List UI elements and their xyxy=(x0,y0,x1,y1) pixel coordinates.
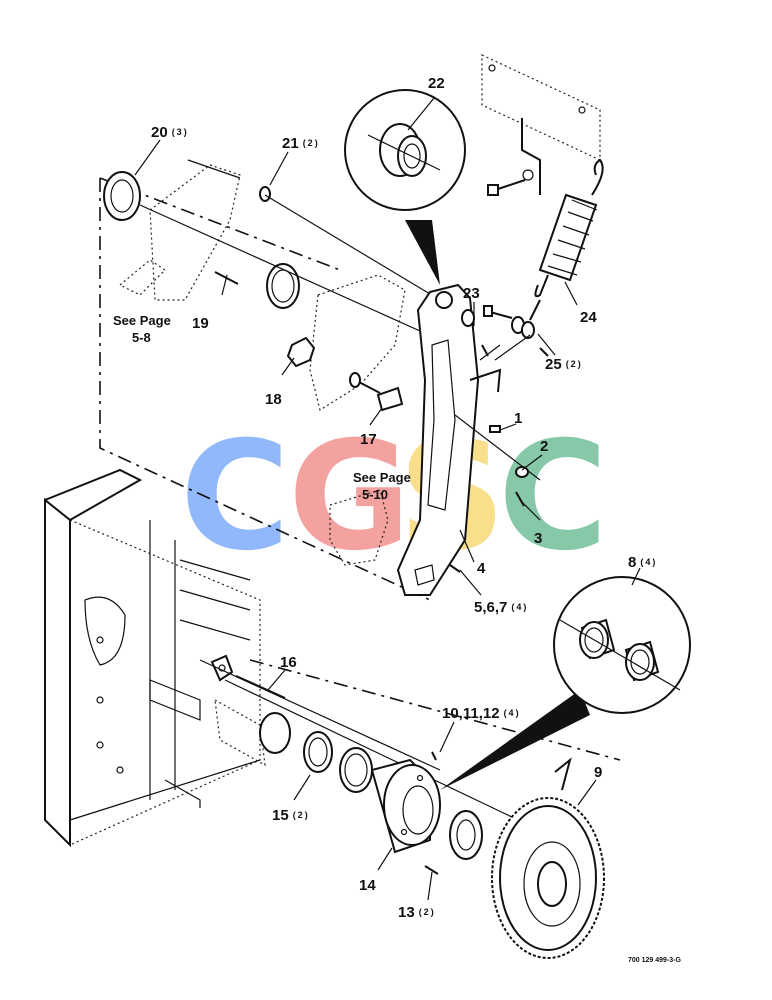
callout-14: 14 xyxy=(359,877,376,894)
detail-bubble-bearing xyxy=(344,89,466,285)
callout-18: 18 xyxy=(265,391,282,408)
callout-8: 8(4) xyxy=(628,554,657,571)
callout-19: 19 xyxy=(192,315,209,332)
callout-20: 20(3) xyxy=(151,124,189,141)
callout-15: 15(2) xyxy=(272,807,310,824)
frame-panel xyxy=(44,177,621,848)
callout-16: 16 xyxy=(280,654,297,671)
callout-3: 3 xyxy=(534,530,542,547)
see-page-5-8-line1: See Page xyxy=(113,313,171,328)
callout-1: 1 xyxy=(514,410,522,427)
left-parts xyxy=(103,159,441,412)
reference-notes: See Page 5-8 See Page 5-10 xyxy=(113,313,411,502)
watermark: C G S C xyxy=(180,410,608,584)
tension-spring xyxy=(534,158,604,298)
callout-9: 9 xyxy=(594,764,602,781)
callout-21: 21(2) xyxy=(282,135,320,152)
watermark-letter-g: G xyxy=(288,410,411,584)
callout-22: 22 xyxy=(428,75,445,92)
leader-lines xyxy=(134,97,641,901)
callout-10-11-12: 10,11,12(4) xyxy=(442,705,521,722)
callout-5-6-7: 5,6,7(4) xyxy=(474,599,528,616)
callout-13: 13(2) xyxy=(398,904,436,921)
watermark-letter-c2: C xyxy=(498,410,608,584)
see-page-5-8-line2: 5-8 xyxy=(132,330,151,345)
upper-bracket xyxy=(481,54,601,196)
pivot-hardware xyxy=(449,414,541,573)
callout-2: 2 xyxy=(540,438,548,455)
callout-23: 23 xyxy=(463,285,480,302)
detail-bubble-bushings xyxy=(440,576,691,790)
main-arm xyxy=(396,283,502,596)
top-hardware xyxy=(461,299,549,361)
callout-24: 24 xyxy=(580,309,597,326)
callouts: 1 2 3 4 5,6,7(4) 8(4) 9 10,11,12(4) 13(2… xyxy=(151,75,657,921)
callout-17: 17 xyxy=(360,431,377,448)
see-page-5-10-line1: See Page xyxy=(353,470,411,485)
drawing-code: 700 129 499-3-G xyxy=(628,957,681,964)
callout-4: 4 xyxy=(477,560,486,577)
callout-25: 25(2) xyxy=(545,356,583,373)
see-page-5-10-line2: 5-10 xyxy=(362,487,388,502)
phantom-plate xyxy=(329,489,389,566)
watermark-letter-c: C xyxy=(180,410,290,584)
lower-shaft-assembly xyxy=(199,654,605,959)
